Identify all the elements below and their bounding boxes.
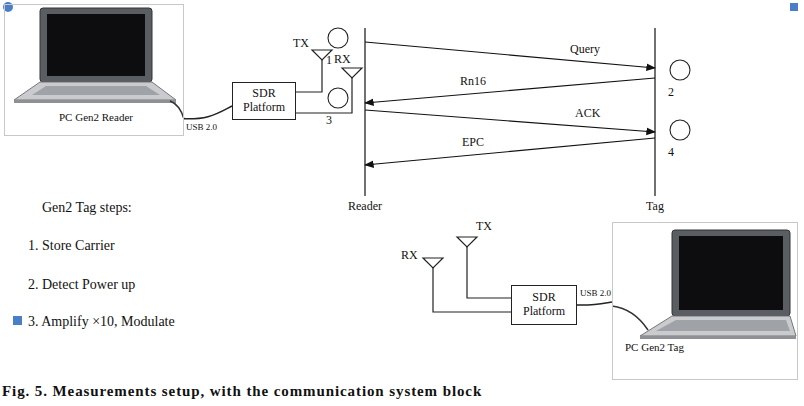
decor-square <box>13 316 22 325</box>
list-item: 1. Store Carrier <box>28 238 115 254</box>
usb-cable <box>184 106 232 119</box>
callout-number: 3 <box>326 114 350 128</box>
antenna-label: TX <box>293 37 309 51</box>
antenna-label: TX <box>476 220 492 234</box>
circle-outline <box>326 26 350 50</box>
figure-caption: Fig. 5. Measurements setup, with the com… <box>2 383 482 400</box>
box-label: SDR Platform <box>238 87 290 115</box>
cable-label: USB 2.0 <box>186 122 217 132</box>
computer-frame: PC Gen2 Reader <box>4 4 184 136</box>
circle-outline <box>326 86 350 110</box>
message-label: Rn16 <box>460 75 486 89</box>
message-label: ACK <box>575 107 600 121</box>
antenna-symbol <box>296 50 362 113</box>
message-label: EPC <box>462 136 484 150</box>
lifeline-label: Tag <box>646 200 664 214</box>
callout-number: 2 <box>668 86 692 100</box>
decor-square <box>790 3 798 11</box>
antenna-label: RX <box>401 249 418 263</box>
step-circle: 4 <box>668 118 692 142</box>
computer-label: PC Gen2 Tag <box>625 341 684 354</box>
message-label: Query <box>570 43 600 57</box>
sdr-box: SDR Platform <box>232 82 296 120</box>
sdr-box: SDR Platform <box>511 285 577 325</box>
list-item: 3. Amplify ×10, Modulate <box>28 314 175 330</box>
step-circle: 2 <box>668 58 692 82</box>
list-item: 2. Detect Power up <box>28 277 135 293</box>
box-label: SDR Platform <box>518 291 570 319</box>
list-heading: Gen2 Tag steps: <box>42 200 132 216</box>
circle-outline <box>668 118 692 142</box>
antenna-symbol <box>423 237 512 312</box>
antenna-label: RX <box>334 53 351 67</box>
computer-frame: PC Gen2 Tag <box>612 222 798 380</box>
usb-cable <box>577 302 612 305</box>
lifeline-label: Reader <box>348 200 382 214</box>
laptop-icon <box>612 230 796 339</box>
sequence-lines <box>365 28 655 196</box>
step-circle: 1 <box>326 26 350 50</box>
computer-label: PC Gen2 Reader <box>59 111 133 124</box>
step-circle: 3 <box>326 86 350 110</box>
laptop-icon <box>14 8 184 119</box>
cable-label: USB 2.0 <box>580 288 611 298</box>
circle-outline <box>668 58 692 82</box>
callout-number: 4 <box>668 146 692 160</box>
